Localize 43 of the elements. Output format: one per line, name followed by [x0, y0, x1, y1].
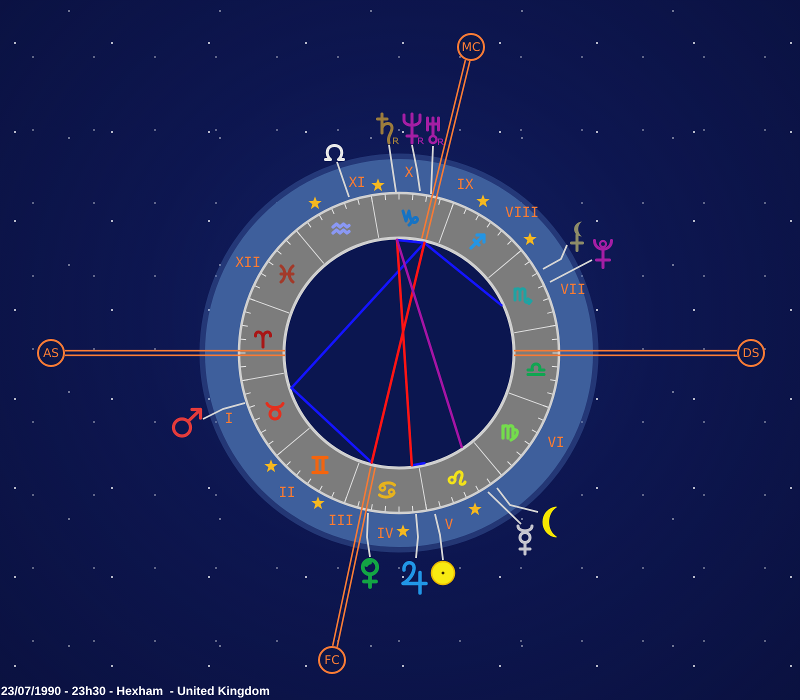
leader-line: [496, 487, 538, 513]
double-axis-line: [513, 350, 738, 356]
house-number: XI: [348, 176, 366, 190]
double-axis-line: [64, 350, 286, 356]
house-number: IX: [456, 178, 474, 192]
angle-marker: AS: [37, 339, 65, 367]
house-number: I: [224, 412, 234, 426]
double-axis-line: [332, 466, 376, 648]
leader-line: [430, 146, 434, 194]
house-number: V: [444, 518, 454, 532]
angle-marker: FC: [318, 646, 346, 674]
saturn-symbol-icon: [375, 112, 399, 145]
leader-line: [550, 259, 592, 283]
mars-symbol-icon: [171, 407, 203, 439]
house-number: XII: [235, 256, 261, 270]
house-number: VI: [548, 436, 564, 450]
leader-line: [411, 144, 421, 192]
caption-text: 23/07/1990 - 23h30 - Hexham - United Kingdom: [1, 684, 270, 698]
uranus-symbol-icon: [425, 116, 444, 146]
double-axis-line: [421, 59, 471, 240]
leader-line: [336, 162, 350, 198]
leader-line: [202, 402, 246, 420]
house-number: II: [278, 486, 296, 500]
leader-line: [487, 491, 522, 525]
jupiter-symbol-icon: [400, 558, 428, 595]
angle-marker: DS: [737, 339, 765, 367]
house-number: X: [404, 166, 414, 180]
house-number: VII: [560, 283, 586, 297]
lilith-symbol-icon: [567, 220, 584, 252]
leader-line: [542, 244, 568, 270]
leader-line: [434, 514, 444, 560]
house-number: VIII: [505, 206, 539, 220]
leader-line: [388, 144, 397, 192]
venus-symbol-icon: [358, 557, 382, 589]
house-number: III: [328, 514, 354, 528]
leader-line: [366, 512, 371, 558]
neptune-symbol-icon: [401, 112, 424, 145]
house-number: IV: [376, 527, 394, 541]
angle-marker: MC: [457, 33, 485, 61]
leader-line: [415, 514, 419, 558]
pluto-symbol-icon: [592, 238, 614, 269]
sun-disc-icon: [430, 560, 456, 586]
lunar-node-symbol-icon: [324, 143, 345, 162]
